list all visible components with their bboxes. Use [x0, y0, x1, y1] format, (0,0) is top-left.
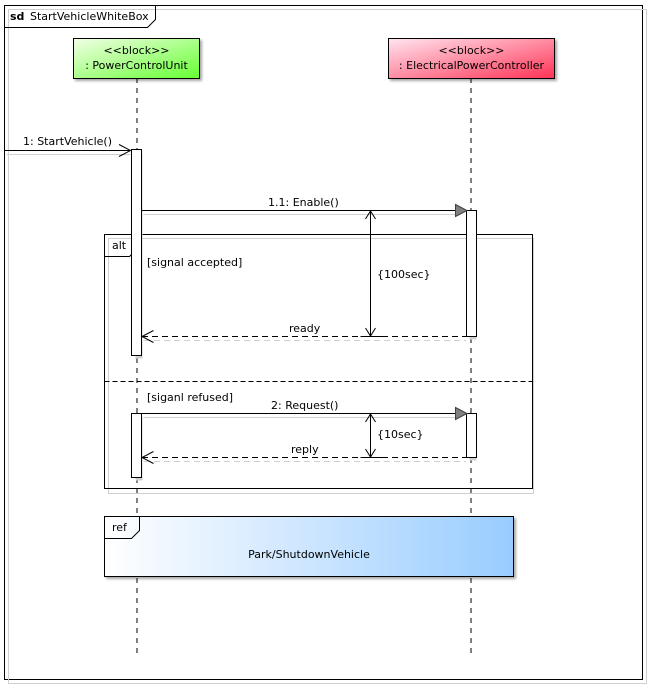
message-enable[interactable]: 1.1: Enable() — [141, 196, 469, 218]
lifeline-epc-stereotype: <<block>> — [438, 44, 504, 57]
message-start-vehicle-label: 1: StartVehicle() — [23, 135, 112, 148]
frame-keyword: sd — [10, 10, 24, 23]
ref-label: Park/ShutdownVehicle — [248, 548, 370, 561]
message-reply[interactable]: reply — [140, 443, 466, 464]
sd-frame: sd StartVehicleWhiteBox — [4, 5, 647, 684]
lifeline-head-pcu[interactable]: <<block>> : PowerControlUnit — [73, 38, 200, 79]
activation-bars — [131, 149, 477, 481]
duration-constraint-100sec[interactable]: {100sec} — [360, 210, 431, 337]
duration-constraint-10sec-label: {10sec} — [377, 428, 424, 441]
alt-guard-accepted: [signal accepted] — [147, 256, 242, 269]
message-reply-label: reply — [291, 443, 319, 456]
ref-interaction-use[interactable]: ref Park/ShutdownVehicle — [104, 516, 514, 577]
alt-guard-refused: [siganl refused] — [147, 391, 233, 404]
lifeline-pcu-stereotype: <<block>> — [103, 44, 169, 57]
message-start-vehicle[interactable]: 1: StartVehicle() — [4, 135, 132, 157]
duration-constraint-100sec-label: {100sec} — [377, 268, 431, 281]
frame-title: StartVehicleWhiteBox — [30, 10, 149, 23]
message-request[interactable]: 2: Request() — [141, 399, 469, 421]
lifeline-epc-name: : ElectricalPowerController — [399, 59, 545, 72]
lifeline-head-epc[interactable]: <<block>> : ElectricalPowerController — [388, 38, 555, 79]
ref-operator: ref — [112, 521, 128, 534]
message-enable-label: 1.1: Enable() — [268, 196, 339, 209]
message-request-label: 2: Request() — [271, 399, 338, 412]
message-ready[interactable]: ready — [140, 322, 466, 343]
message-ready-label: ready — [289, 322, 321, 335]
duration-constraint-10sec[interactable]: {10sec} — [360, 413, 424, 458]
lifeline-pcu-name: : PowerControlUnit — [85, 59, 188, 72]
alt-operator: alt — [112, 239, 127, 252]
